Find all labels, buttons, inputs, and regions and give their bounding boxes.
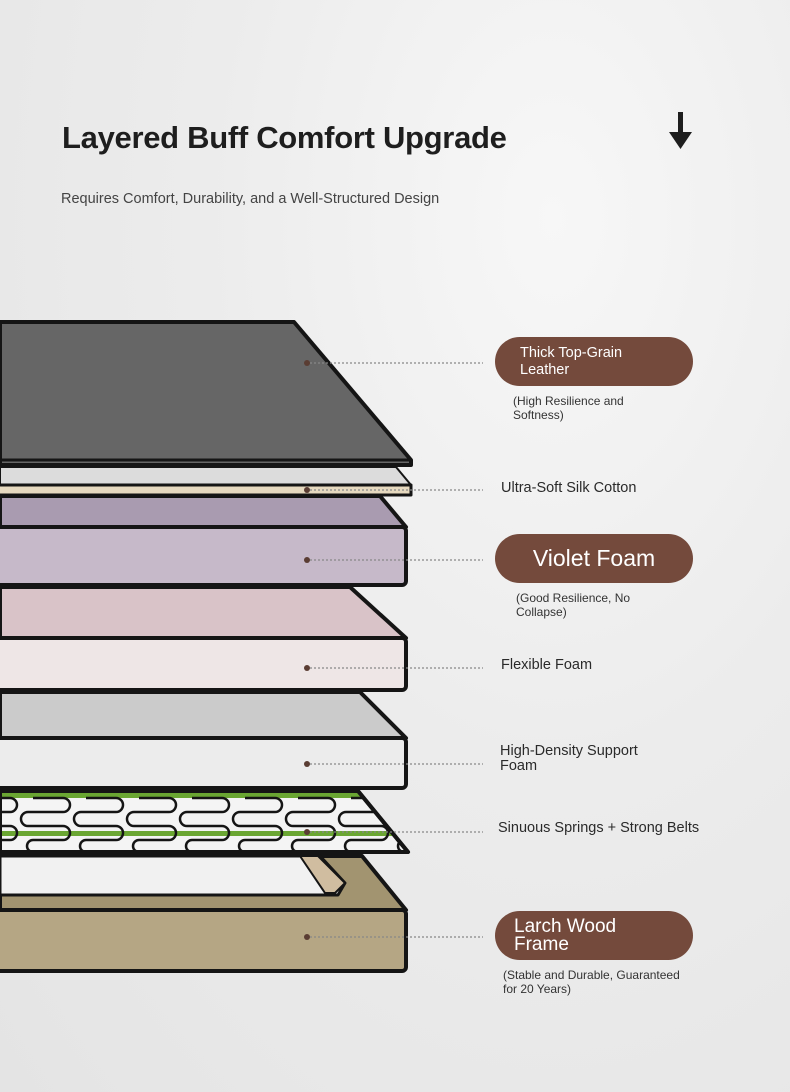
spring-wire [19, 796, 72, 852]
flexible-foam-layer [0, 585, 408, 692]
pointer-dots [304, 360, 310, 940]
note-larch-frame: (Stable and Durable, Guaranteed for 20 Y… [503, 968, 680, 996]
spring-wire [178, 796, 231, 852]
silk-cotton-layer [0, 466, 413, 497]
page-subtitle: Requires Comfort, Durability, and a Well… [61, 191, 440, 207]
page-title: Layered Buff Comfort Upgrade [62, 120, 507, 155]
label-violet-foam: Violet Foam [495, 534, 693, 583]
pointer-lines [310, 362, 483, 938]
leather-layer [0, 320, 413, 467]
label-leather: Thick Top-Grain Leather [495, 337, 693, 386]
label-high-density-foam: High-Density Support Foam [500, 743, 638, 774]
spring-wire [125, 796, 178, 852]
note-violet-foam: (Good Resilience, No Collapse) [516, 591, 631, 619]
high-density-foam-layer [0, 690, 408, 790]
label-springs: Sinuous Springs + Strong Belts [498, 820, 700, 836]
spring-wire [231, 796, 284, 852]
label-larch-frame: Larch Wood Frame [495, 911, 693, 960]
arrow-down-icon [669, 112, 692, 149]
sinuous-springs-layer [0, 789, 410, 854]
violet-foam-layer [0, 494, 408, 587]
label-silk-cotton: Ultra-Soft Silk Cotton [501, 480, 637, 496]
note-leather: (High Resilience and Softness) [513, 394, 624, 422]
spring-wire [72, 796, 125, 852]
spring-wire [284, 796, 337, 852]
larch-wood-frame-layer [0, 854, 408, 973]
spring-wire [0, 796, 19, 852]
label-flexible-foam: Flexible Foam [501, 657, 593, 673]
